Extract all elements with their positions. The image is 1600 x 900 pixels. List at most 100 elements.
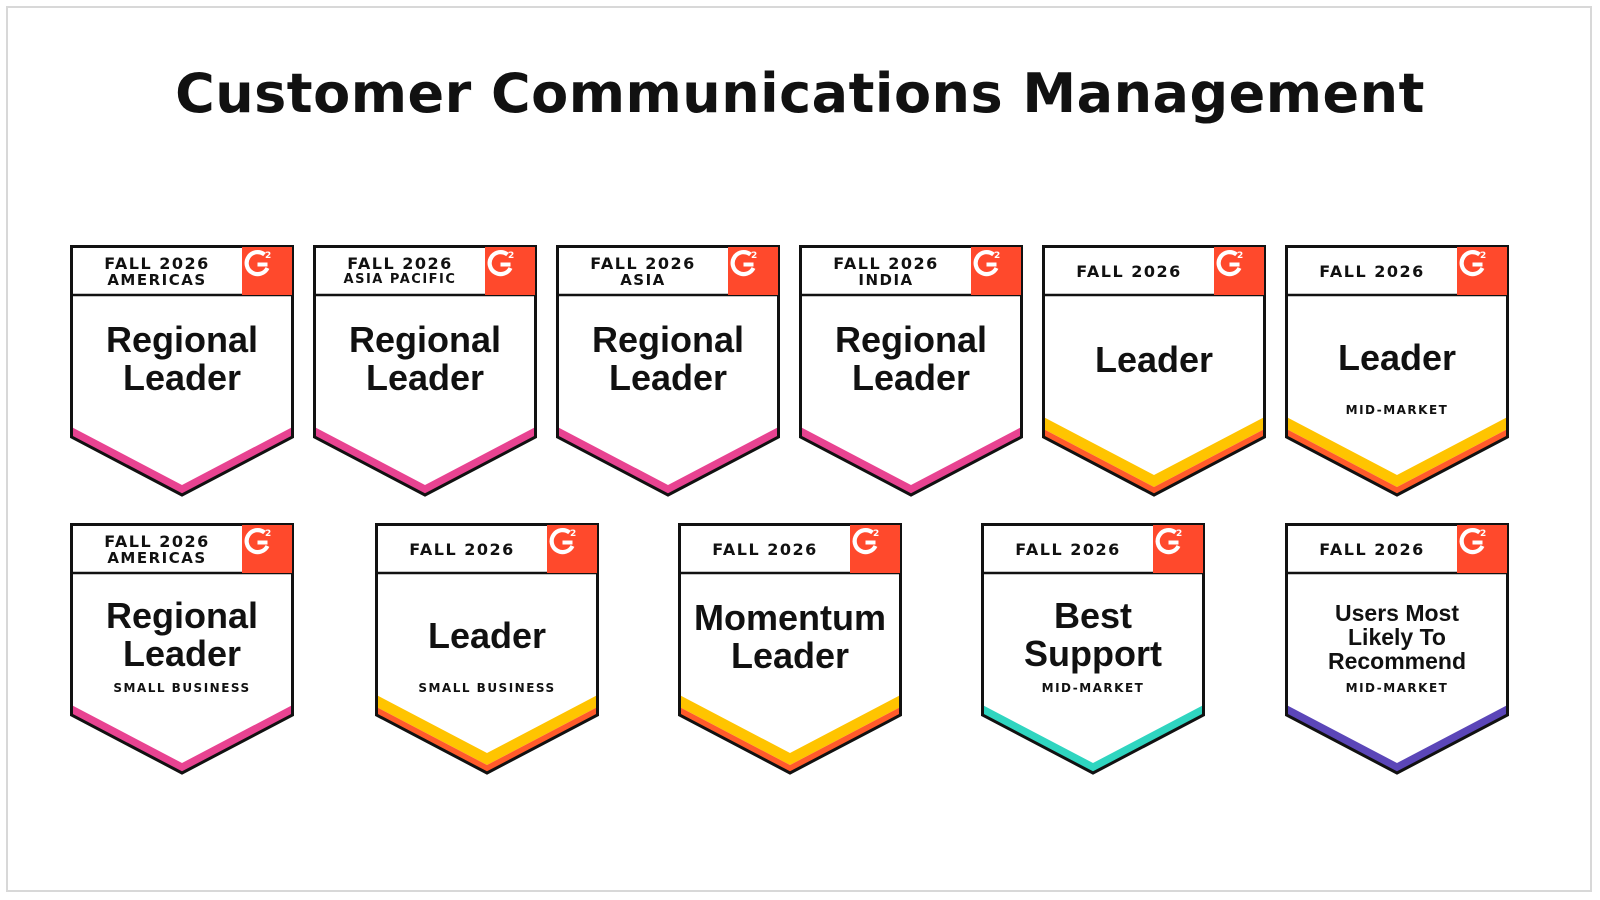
badge-award-title-line: Leader [122,633,242,674]
badge-shape [375,523,599,775]
g2-logo-icon: 2 [1214,247,1264,295]
badge-award-title-line: Leader [122,357,242,398]
svg-text:2: 2 [265,251,271,261]
g2-logo-icon: 2 [242,247,292,295]
g2-logo-icon: 2 [850,525,900,573]
svg-text:2: 2 [873,529,879,539]
svg-text:2: 2 [1480,251,1486,261]
badge-season: FALL 2026 [104,531,210,551]
badge-award-title-line: Leader [608,357,728,398]
badge-shape [70,523,294,775]
badge-season: FALL 2026 [712,539,818,559]
badge-award-title-line: Recommend [1327,648,1467,674]
g2-logo-icon: 2 [1153,525,1203,573]
svg-text:2: 2 [1480,529,1486,539]
svg-text:2: 2 [570,529,576,539]
badge-award-title: Leader [379,617,595,655]
badge-shape [678,523,902,775]
badge-stripe-yellow [1286,417,1508,487]
svg-text:2: 2 [751,251,757,261]
badge-header: FALL 2026 [680,525,850,573]
badge-award-title-line: Regional [834,319,987,360]
badge-shape [70,245,294,497]
badge-season: FALL 2026 [1015,539,1121,559]
badge-award-title-line: Leader [365,357,485,398]
badge-header: FALL 2026 [1287,525,1457,573]
badge-region: ASIA [620,270,666,289]
badge-award-title-line: Regional [591,319,744,360]
badge-stripe-yellow [376,695,598,765]
badge-season: FALL 2026 [347,253,453,273]
badge-award-title-line: Likely To [1348,624,1446,650]
badge-season: FALL 2026 [409,539,515,559]
g2-logo-icon: 2 [1457,525,1507,573]
badge-shape [1285,523,1509,775]
svg-text:2: 2 [1237,251,1243,261]
award-badge: FALL 2026 2 Leader [1042,245,1266,499]
badge-award-title-line: Regional [105,595,258,636]
badge-shape [981,523,1205,775]
badge-segment: SMALL BUSINESS [418,681,556,695]
badge-region: INDIA [858,270,914,289]
badge-header: FALL 2026 [377,525,547,573]
badge-season: FALL 2026 [833,253,939,273]
badge-header: FALL 2026 [1287,247,1457,295]
badge-award-title-line: Regional [105,319,258,360]
badge-region: ASIA PACIFIC [343,271,457,287]
g2-logo-icon: 2 [547,525,597,573]
badge-award-title-line: Leader [851,357,971,398]
badge-award-title-line: Best [1053,595,1133,636]
g2-logo-icon: 2 [971,247,1021,295]
svg-text:2: 2 [994,251,1000,261]
badge-header: FALL 2026 [983,525,1153,573]
badge-shape [1285,245,1509,497]
badge-region: AMERICAS [107,548,207,567]
svg-text:2: 2 [1176,529,1182,539]
badge-shape [556,245,780,497]
badge-stripe-yellow [679,695,901,765]
badge-award-title-line: Leader [1094,339,1214,380]
badge-segment: MID-MARKET [1345,681,1449,695]
badge-season: FALL 2026 [1319,261,1425,281]
badge-award-title: Leader [1046,341,1262,379]
badge-shape [313,245,537,497]
svg-text:2: 2 [508,251,514,261]
badge-award-title-line: Momentum [694,597,886,638]
g2-logo-icon: 2 [1457,247,1507,295]
badge-shape [799,245,1023,497]
badge-season: FALL 2026 [590,253,696,273]
badge-region: AMERICAS [107,270,207,289]
badge-award-title-line: Leader [1337,337,1457,378]
badge-header: FALL 2026 [1044,247,1214,295]
g2-logo-icon: 2 [242,525,292,573]
badge-award-title-line: Users Most [1335,600,1459,626]
badge-season: FALL 2026 [1076,261,1182,281]
badge-segment: MID-MARKET [1041,681,1145,695]
badge-shape [1042,245,1266,497]
page-title: Customer Communications Management [175,62,1425,125]
badge-season: FALL 2026 [1319,539,1425,559]
badge-segment: MID-MARKET [1345,403,1449,417]
badge-award-title-line: Leader [730,635,850,676]
g2-logo-icon: 2 [728,247,778,295]
